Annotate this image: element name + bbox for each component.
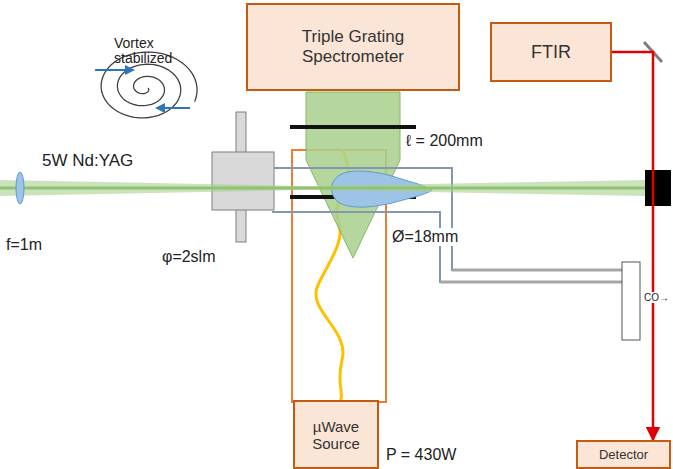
length-label: ℓ = 200mm	[404, 132, 485, 150]
node-text: µWave Source	[295, 416, 377, 454]
ir-beam	[612, 52, 653, 440]
laser-envelope	[0, 180, 645, 196]
spectrometer-box: Triple Grating Spectrometer	[246, 3, 460, 91]
node-text: Detector	[595, 445, 652, 464]
beam-dump	[645, 170, 671, 206]
vortex-label: Vortex stabilized	[112, 36, 206, 67]
vortex-injector	[212, 152, 274, 210]
vortex-arrow	[95, 69, 130, 71]
optic-bar	[290, 125, 416, 129]
power-label: P = 430W	[384, 446, 458, 464]
diameter-label: Ø=18mm	[390, 228, 460, 246]
exhaust-line	[440, 270, 622, 282]
focus-lens	[16, 172, 24, 204]
quartz-tube	[272, 212, 622, 282]
vortex-arrow	[160, 107, 190, 109]
gas-cell	[622, 262, 640, 340]
ftir-box: FTIR	[490, 22, 612, 82]
microwave-source-box: µWave Source	[293, 400, 379, 469]
node-text: FTIR	[527, 40, 575, 65]
focal-length-label: f=1m	[4, 236, 44, 254]
flow-label: φ=2slm	[160, 248, 218, 266]
gas-label: CO→	[642, 292, 671, 303]
node-text: Triple Grating Spectrometer	[248, 25, 458, 69]
laser-label: 5W Nd:YAG	[40, 152, 135, 171]
detector-box: Detector	[576, 440, 671, 469]
